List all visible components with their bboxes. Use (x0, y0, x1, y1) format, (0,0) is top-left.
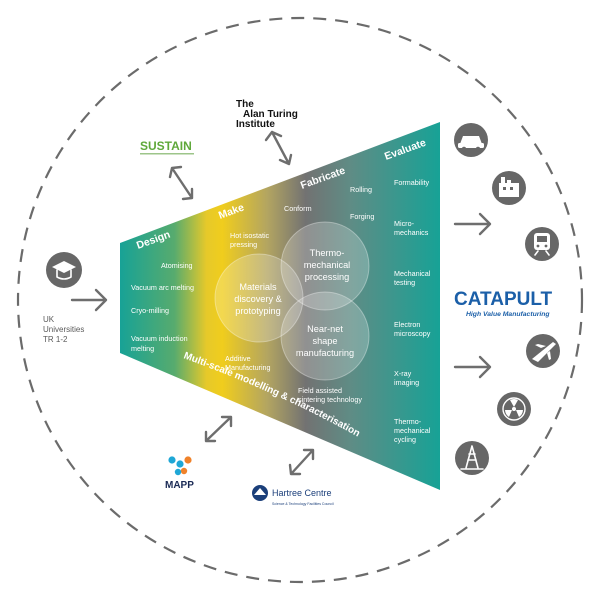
train-icon (525, 227, 559, 261)
hartree-logo: Hartree Centre Science & Technology Faci… (252, 485, 334, 506)
turing-logo-line2: Alan Turing (243, 109, 298, 120)
circle-materials-line2: discovery & (234, 294, 282, 304)
process-funnel (120, 122, 440, 490)
turing-logo: The Alan Turing Institute (236, 99, 298, 130)
evaluate-item-thermo-cycling-3: cycling (394, 435, 416, 444)
output-arrow-upper-icon (453, 212, 492, 236)
make-item-additive-2: Manufacturing (225, 363, 271, 372)
evaluate-item-electron-microscopy: Electron (394, 320, 420, 329)
fabricate-item-fast: Field assisted (298, 386, 342, 395)
uk-text-line1: UK (43, 315, 55, 324)
car-icon (454, 123, 488, 157)
sustain-underline (140, 153, 194, 155)
sustain-double-arrow-icon (168, 165, 194, 201)
mapp-dot-2 (176, 460, 184, 468)
circle-thermo-line2: mechanical (304, 260, 350, 270)
circle-thermo-line3: processing (305, 272, 349, 282)
mapp-dot-1 (168, 456, 176, 464)
evaluate-item-xray: X-ray (394, 369, 412, 378)
mapp-dot-5 (174, 468, 182, 476)
hartree-double-arrow-icon (288, 448, 315, 476)
catapult-logo: CATAPULT High Value Manufacturing (454, 289, 553, 318)
mapp-logo: MAPP (165, 456, 194, 491)
mapp-double-arrow-icon (204, 415, 233, 443)
mapp-logo-text: MAPP (165, 480, 194, 491)
evaluate-item-electron-microscopy-2: microscopy (394, 329, 431, 338)
plane-icon (526, 334, 560, 368)
uk-text-line2: Universities (43, 325, 84, 334)
fabricate-item-rolling: Rolling (350, 185, 372, 194)
fabricate-item-conform: Conform (284, 204, 312, 213)
circle-materials (214, 253, 304, 343)
sustain-logo: SUSTAIN (140, 139, 194, 155)
turing-logo-line1: The (236, 99, 254, 110)
circle-thermo-line1: Thermo- (310, 248, 345, 258)
evaluate-item-micromechanics: Micro- (394, 219, 415, 228)
graduation-cap-icon-shape (52, 261, 76, 273)
evaluate-item-xray-2: imaging (394, 378, 419, 387)
sustain-logo-text: SUSTAIN (140, 139, 192, 153)
mapp-dot-4 (180, 467, 188, 475)
design-item-cryo-milling: Cryo-milling (131, 306, 169, 315)
outer-dashed-circle (16, 16, 584, 584)
catapult-logo-text: CATAPULT (454, 289, 553, 310)
evaluate-item-thermo-cycling-2: mechanical (394, 426, 431, 435)
evaluate-item-mechanical-testing-2: testing (394, 278, 415, 287)
output-arrow-lower-icon (453, 355, 492, 379)
catapult-logo-subtext: High Value Manufacturing (466, 311, 550, 318)
circle-materials-line1: Materials (239, 282, 277, 292)
uk-text-line3: TR 1-2 (43, 335, 68, 344)
circle-materials-line3: prototyping (235, 306, 280, 316)
turing-logo-line3: Institute (236, 119, 275, 130)
circle-nearnet-line1: Near-net (307, 324, 343, 334)
evaluate-item-thermo-cycling: Thermo- (394, 417, 422, 426)
design-item-atomising: Atomising (161, 261, 193, 270)
evaluate-item-mechanical-testing: Mechanical (394, 269, 431, 278)
hartree-emblem-inner (254, 488, 266, 495)
design-item-vacuum-induction-2: melting (131, 344, 154, 353)
turing-double-arrow-icon (264, 130, 293, 166)
graduation-cap-icon-base (56, 269, 72, 280)
circle-nearnet-line3: manufacturing (296, 348, 354, 358)
circle-nearnet-line2: shape (312, 336, 337, 346)
make-item-additive: Additive (225, 354, 251, 363)
nuclear-icon (497, 392, 531, 426)
make-item-hip-2: pressing (230, 240, 257, 249)
circle-thermo (280, 221, 370, 311)
hartree-logo-subtext: Science & Technology Facilities Council (272, 502, 334, 506)
evaluate-item-micromechanics-2: mechanics (394, 228, 429, 237)
hartree-logo-text: Hartree Centre (272, 488, 332, 498)
fabricate-item-forging: Forging (350, 212, 374, 221)
factory-icon (492, 171, 526, 205)
design-item-vacuum-arc: Vacuum arc melting (131, 283, 194, 292)
evaluate-item-formability: Formability (394, 178, 430, 187)
input-arrow-icon (70, 288, 108, 312)
circle-nearnet (280, 291, 370, 381)
make-item-hip: Hot isostatic (230, 231, 270, 240)
fabricate-item-fast-2: sintering technology (298, 395, 362, 404)
oil-rig-icon (455, 441, 489, 475)
design-item-vacuum-induction: Vacuum induction (131, 334, 188, 343)
mapp-dot-3 (184, 456, 192, 464)
uk-universities-group: UK Universities TR 1-2 (43, 252, 84, 344)
